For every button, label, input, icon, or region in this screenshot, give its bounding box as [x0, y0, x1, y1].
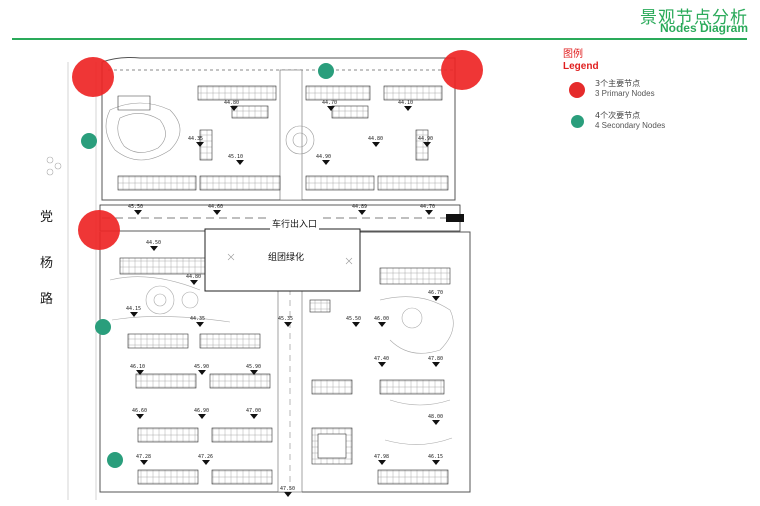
elevation-label: 48.00 [428, 414, 443, 420]
road-name-char-2: 杨 [40, 256, 54, 271]
southeast-buildings [309, 267, 451, 485]
elevation-label: 44.80 [224, 100, 239, 106]
southwest-buildings [119, 257, 273, 485]
elevation-label: 47.26 [198, 454, 213, 460]
header-divider [12, 38, 747, 40]
primary-node [78, 210, 120, 250]
elevation-label: 44.70 [322, 100, 337, 106]
legend-subtitle: Legend [563, 61, 599, 72]
north-buildings [117, 85, 449, 191]
elevation-label: 45.90 [194, 364, 209, 370]
green-area-label: 组团绿化 [266, 250, 307, 263]
entrance-label: 车行出入口 [270, 217, 320, 230]
elevation-label: 44.15 [126, 306, 141, 312]
legend-item-primary: 3个主要节点 3 Primary Nodes [563, 78, 743, 104]
secondary-node [81, 133, 97, 149]
southwest-garden [109, 276, 231, 323]
elevation-label: 44.70 [420, 204, 435, 210]
road-name-char-3: 路 [40, 292, 54, 307]
elevation-label: 46.15 [428, 454, 443, 460]
legend-title: 图例 [563, 49, 583, 60]
elevation-label: 45.50 [346, 316, 361, 322]
elevation-label: 44.50 [146, 240, 161, 246]
elevation-markers [130, 106, 440, 497]
elevation-label: 47.40 [374, 356, 389, 362]
elevation-label: 46.90 [194, 408, 209, 414]
elevation-label: 44.89 [352, 204, 367, 210]
southeast-garden [379, 296, 454, 445]
legend-label-cn: 4个次要节点 [595, 111, 641, 120]
elevation-label: 44.35 [190, 316, 205, 322]
elevation-label: 46.70 [428, 290, 443, 296]
north-garden [105, 95, 315, 161]
elevation-label: 46.00 [374, 316, 389, 322]
elevation-label: 46.10 [130, 364, 145, 370]
elevation-label: 47.98 [374, 454, 389, 460]
elevation-labels: 44.80 44.70 44.10 44.35 44.80 44.90 45.10 44.90… [126, 100, 443, 492]
page-subtitle: Nodes Diagram [659, 21, 748, 35]
elevation-label: 45.10 [228, 154, 243, 160]
elevation-label: 44.90 [418, 136, 433, 142]
road-name-char-1: 党 [40, 210, 54, 225]
legend-label-en: 3 Primary Nodes [595, 89, 655, 98]
page-title: 景观节点分析 [640, 8, 748, 28]
primary-node [72, 57, 114, 97]
elevation-label: 47.28 [136, 454, 151, 460]
secondary-node [95, 319, 111, 335]
secondary-node [318, 63, 334, 79]
elevation-label: 47.50 [280, 486, 295, 492]
elevation-label: 46.60 [132, 408, 147, 414]
legend-label-cn: 3个主要节点 [595, 79, 641, 88]
elevation-label: 44.35 [188, 136, 203, 142]
secondary-node [107, 452, 123, 468]
legend-item-secondary: 4个次要节点 4 Secondary Nodes [563, 110, 743, 136]
green-dot-icon [571, 115, 584, 128]
elevation-label: 45.50 [128, 204, 143, 210]
elevation-label: 44.10 [398, 100, 413, 106]
legend-label-en: 4 Secondary Nodes [595, 121, 666, 130]
legend: 图例 Legend 3个主要节点 3 Primary Nodes 4个次要节点 … [563, 45, 743, 136]
elevation-label: 44.60 [208, 204, 223, 210]
elevation-label: 44.80 [186, 274, 201, 280]
elevation-label: 45.90 [246, 364, 261, 370]
elevation-label: 44.90 [316, 154, 331, 160]
elevation-label: 47.80 [428, 356, 443, 362]
elevation-label: 45.35 [278, 316, 293, 322]
elevation-label: 47.00 [246, 408, 261, 414]
elevation-label: 44.80 [368, 136, 383, 142]
primary-node [441, 50, 483, 90]
west-road [46, 62, 97, 500]
red-dot-icon [569, 82, 585, 98]
